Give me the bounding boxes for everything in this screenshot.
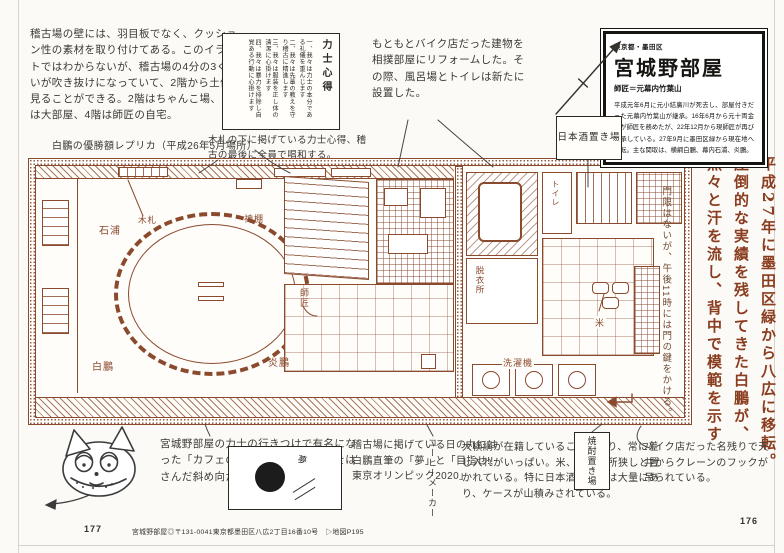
sliding-door [634,266,660,354]
coffee-maker-machine [421,354,436,369]
champion-frame-2 [331,168,371,177]
washing-machine [472,364,510,396]
precept-1: 一、我々は力士の本分である礼儀を重んじます [298,39,312,119]
rikishi-precepts-board: 力士心得 一、我々は力士の本分である礼儀を重んじます 二、我々は先輩の教えを守り… [222,33,340,130]
dressing-room [466,258,538,324]
stable-name: 宮城野部屋 [614,58,724,80]
wooden-plaques [118,167,168,177]
label-hakuho: 白鵬 [92,362,114,373]
champion-frame-1 [274,168,326,177]
top-wall [36,166,454,179]
flag-illustration: 夢 [228,446,342,510]
storage-shelf [636,172,682,224]
sake-storage-label: 日本酒置き場 [557,131,621,143]
label-washer: 洗濯機 [502,356,535,369]
champion-replica-note: 白鵬の優勝額レプリカ（平成26年5月場所） [52,141,258,152]
crane-note: バイク店だった名残りで天井からクレーンのフックが吊られている。 [644,442,769,484]
floor-plan-interior: 石浦 木札 神棚 白鵬 炎鵬 師匠 トイレ 脱衣所 米 洗濯機 [35,165,685,418]
staircase-main [284,176,369,280]
curfew-note: 門限はないが、午後11時には門の鍵をかける。 [660,186,672,419]
label-ishiura: 石浦 [99,226,121,237]
renovation-note: もともとバイク店だった建物を相撲部屋にリフォームした。その際、風呂場とトイレは新… [372,38,525,99]
rice-sack-1 [592,282,609,294]
label-kamidana: 神棚 [244,214,265,224]
lead-headline: 平成27年に墨田区緑から八広に移転。 圧倒的な実績を残してきた白鵬が、 黙々と汗… [700,156,781,471]
gifts-note: 大横綱が在籍していることもあり、常に差し入れがいっぱい。米、飲料が所狭しと置かれ… [462,442,660,500]
stable-title-block: 東京都・墨田区 宮城野部屋 師匠＝元幕内竹葉山 平成元年6月に元小結廣川が死去し… [600,28,768,169]
section-divider-wall [455,166,463,398]
label-shisho: 師匠 [299,288,309,308]
sake-storage-box: 日本酒置き場 [556,116,622,160]
shelf-lower [42,288,69,334]
cat-arrow [44,471,119,510]
left-wall [36,179,78,393]
cafe-leader-line [204,423,211,437]
label-rice: 米 [594,316,607,329]
washing-machine [515,364,553,396]
flag-calligraphy: 夢 [296,454,308,466]
label-kifuda: 木札 [138,215,158,225]
toilet-room [542,172,572,234]
coffee-leader-line [426,424,434,437]
left-page-number: 177 [84,524,103,534]
shelf-upper [42,200,69,246]
precept-3: 三、我々は服装を正し体の清潔に心掛けます [264,39,278,119]
precept-2: 二、我々は先輩の教えを守り稽古に精進します [281,39,295,119]
page-edge-right [774,0,775,553]
kitchen-counter-2 [420,188,446,218]
stable-history: 平成元年6月に元小結廣川が死去し、部屋付きだった元幕内竹葉山が継承。16年6月か… [614,102,754,154]
hinomaru-disc [255,462,285,492]
kamidana-altar [236,179,262,189]
label-dressing: 脱衣所 [475,266,485,295]
lead-line-3: 黙々と汗を流し、背中で模範を示す [705,156,723,444]
cat-illustration [62,426,136,497]
bottom-walkway [36,397,684,417]
footer-address: 宮城野部屋◎〒131-0041東京都墨田区八広2丁目16番10号 ▷地図P195 [132,529,364,536]
page-edge-left [18,0,19,553]
shochu-storage-label: 焼酎置き場 [586,436,597,486]
kitchen-counter-1 [384,188,408,206]
rice-sack-2 [612,282,629,294]
lead-line-1: 平成27年に墨田区緑から八広に移転。 [759,156,777,471]
label-enho: 炎鵬 [268,358,290,369]
training-wall-note: 稽古場の壁には、羽目板でなく、クッション性の素材を取り付けてある。このイラストで… [30,28,242,122]
flag-note: 稽古場に掲げている日の丸には白鵬直筆の「夢」と「目指せ!!東京オリンピック202… [352,440,498,482]
precept-4: 四、我々は暴力を排除し自覚ある行動に心掛けます [247,39,261,119]
dohyo-inner-ring [128,224,296,364]
flag-signature-stroke [292,478,316,493]
staircase-rear [576,172,632,224]
shikiri-line-1 [198,282,224,287]
precepts-title: 力士心得 [320,39,331,95]
page-edge-bottom [18,545,775,546]
washing-machine-row [472,364,602,396]
coffee-maker-label: コーヒーメーカー [426,438,437,518]
stable-title-inner: 東京都・墨田区 宮城野部屋 師匠＝元幕内竹葉山 平成元年6月に元小結廣川が死去し… [603,31,765,166]
shochu-storage-box: 焼酎置き場 [574,432,610,490]
stable-master: 師匠＝元幕内竹葉山 [614,84,682,93]
stable-region: 東京都・墨田区 [614,44,663,51]
bath-tub [478,182,522,242]
label-toilet: トイレ [551,180,560,207]
kitchen-counter-3 [388,234,428,254]
floor-plan: 石浦 木札 神棚 白鵬 炎鵬 師匠 トイレ 脱衣所 米 洗濯機 [28,158,692,425]
right-page-number: 176 [740,516,759,526]
lead-line-2: 圧倒的な実績を残してきた白鵬が、 [732,156,750,444]
shikiri-line-2 [198,296,224,301]
washing-machine [558,364,596,396]
rice-sack-3 [602,297,619,309]
shochu-leader-line [591,423,603,433]
